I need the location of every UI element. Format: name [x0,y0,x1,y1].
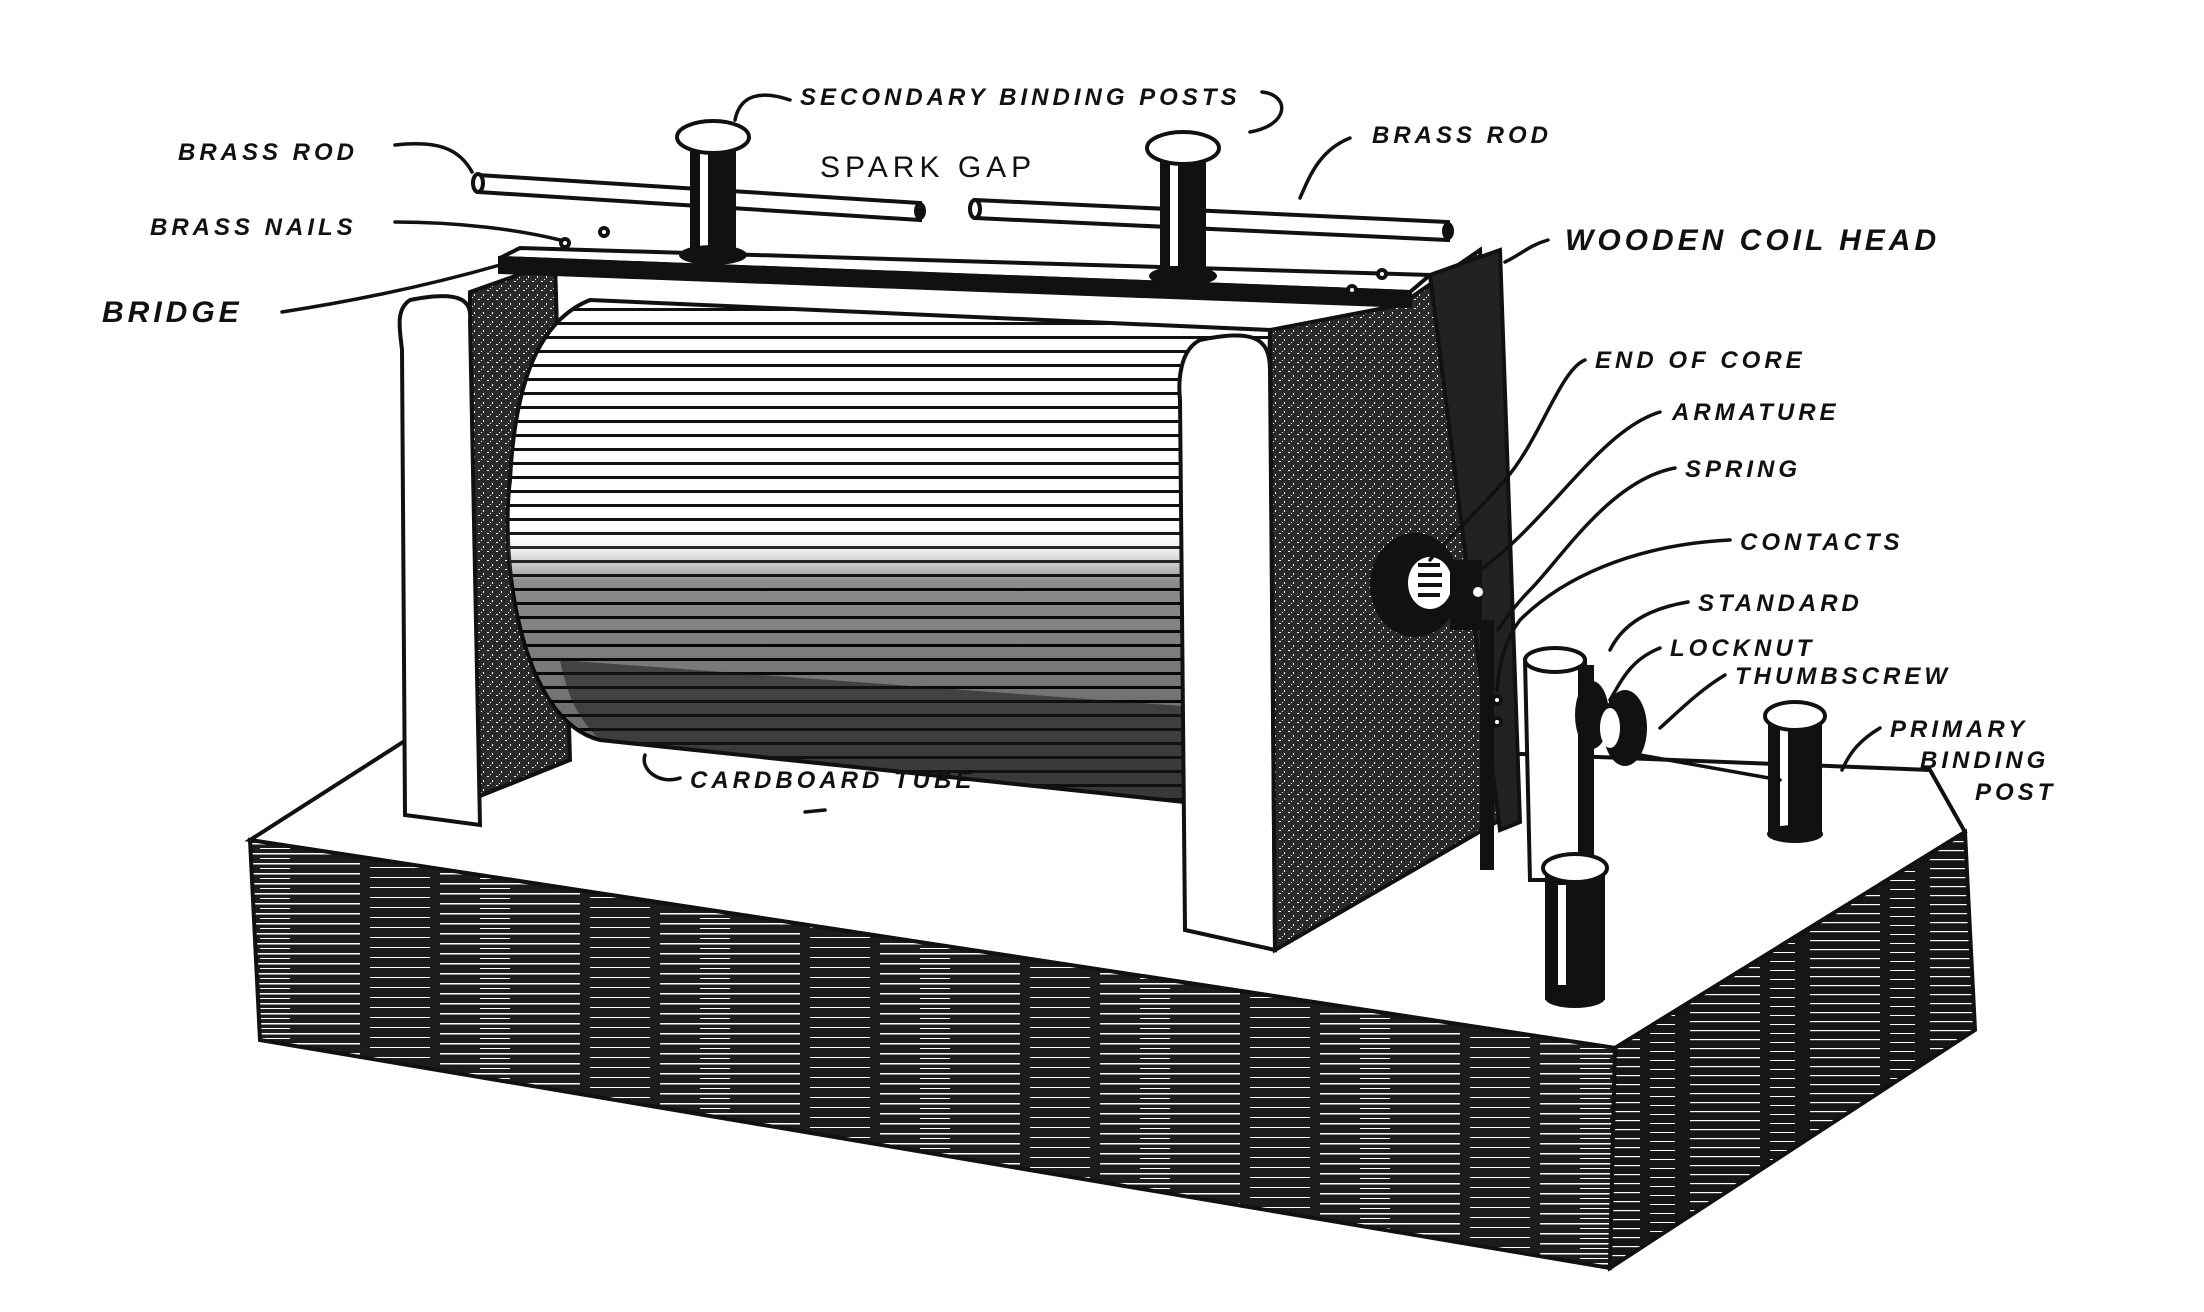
label-spring: SPRING [1685,456,1801,483]
label-brass-rod-left: BRASS ROD [178,139,358,166]
spring [1480,620,1494,870]
label-thumbscrew: THUMBSCREW [1735,663,1951,690]
label-primary-binding-post-2: BINDING [1920,747,2049,774]
end-of-core [1370,533,1460,637]
leader-lines [280,90,1882,814]
label-primary-binding-post-1: PRIMARY [1890,716,2028,743]
primary-binding-post [1763,700,1827,843]
bridge [498,226,1436,309]
labels: SECONDARY BINDING POSTS BRASS ROD BRASS … [102,84,2056,806]
label-wooden-coil-head: WOODEN COIL HEAD [1565,224,1940,257]
cardboard-tube-coil [505,297,1273,813]
label-standard: STANDARD [1698,590,1863,617]
label-secondary-binding-posts: SECONDARY BINDING POSTS [800,84,1241,111]
label-brass-rod-right: BRASS ROD [1372,122,1552,149]
label-end-of-core: END OF CORE [1595,347,1806,374]
contacts [1491,694,1503,728]
label-spark-gap: SPARK GAP [820,151,1036,184]
label-cardboard-tube: CARDBOARD TUBE [690,767,975,794]
wire-to-primary [1638,753,1782,782]
binding-post-front [1541,852,1609,1008]
brass-rod-right [968,197,1454,243]
secondary-binding-post-right [1145,130,1221,286]
secondary-binding-post-left [675,119,751,265]
armature [1450,560,1483,630]
label-locknut: LOCKNUT [1670,635,1815,662]
label-brass-nails: BRASS NAILS [150,214,357,241]
label-armature: ARMATURE [1671,399,1840,426]
label-contacts: CONTACTS [1740,529,1904,556]
label-primary-binding-post-3: POST [1975,779,2056,806]
thumbscrew [1600,690,1647,766]
label-bridge: BRIDGE [102,296,243,329]
